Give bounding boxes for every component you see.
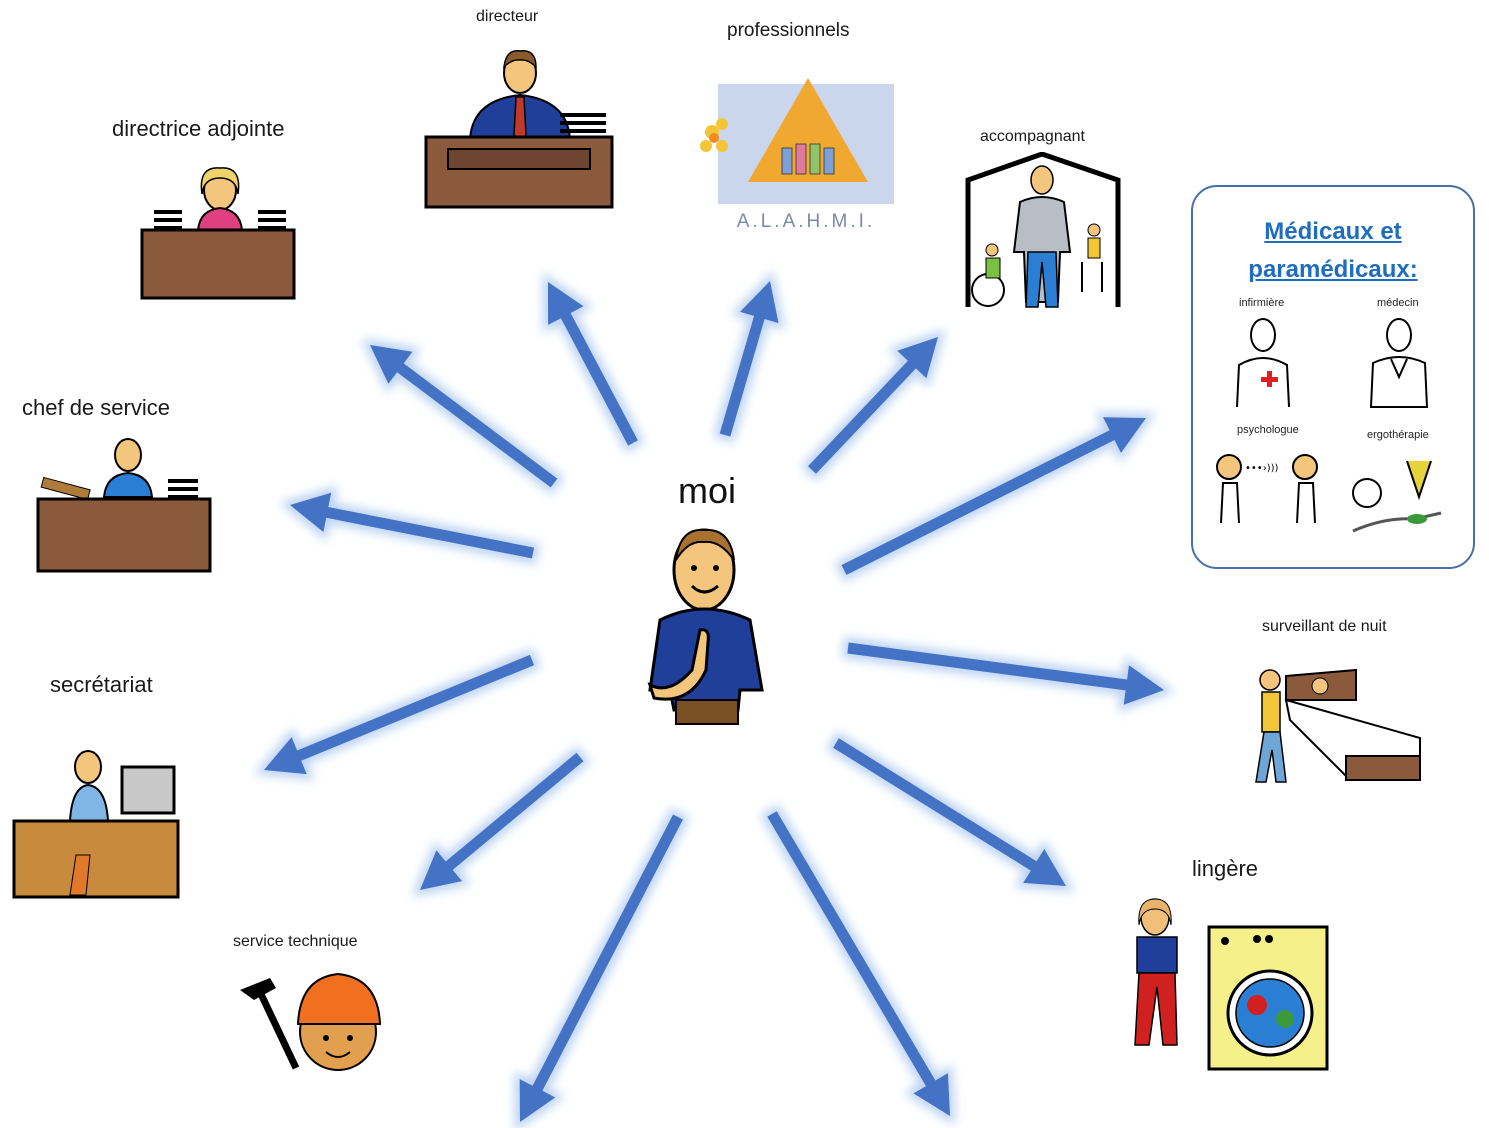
- nurse-icon: [1236, 318, 1290, 408]
- label-chef-de-service: chef de service: [22, 395, 170, 420]
- secretary-computer-icon: [12, 750, 180, 899]
- director-desk-icon: [424, 50, 614, 209]
- label-medecin: médecin: [1377, 297, 1419, 309]
- label-directeur: directeur: [476, 8, 539, 25]
- label-service-technique: service technique: [233, 933, 358, 950]
- label-directrice-adjointe: directrice adjointe: [112, 116, 285, 141]
- arrow-to-medical-shape: [841, 417, 1146, 575]
- arrow-to-surveillant-de-nuit-shape: [847, 642, 1164, 705]
- label-psychologue: psychologue: [1237, 424, 1299, 436]
- label-surveillant-de-nuit: surveillant de nuit: [1262, 618, 1387, 635]
- deputy-director-desk-icon: [140, 167, 296, 300]
- medical-title-line1: Médicaux et: [1264, 218, 1402, 245]
- caregiver-house-icon: [965, 152, 1121, 308]
- night-watchman-bed-icon: [1255, 668, 1421, 783]
- person-pointing-self-icon: [647, 528, 764, 725]
- svg-text:•••›))): •••›))): [1245, 463, 1278, 474]
- logo-text: A.L.A.H.M.I.: [737, 211, 875, 232]
- arrow-to-directrice-adjointe-shape: [370, 345, 558, 488]
- doctor-icon: [1369, 318, 1429, 408]
- medical-paramedical-box: Médicaux et paramédicaux: infirmière méd…: [1191, 185, 1475, 569]
- arrow-to-directrice-adjointe: [361, 338, 565, 495]
- arrow-to-chef-de-service-shape: [290, 492, 535, 559]
- arrow-to-professionnels: [713, 270, 786, 443]
- center-label: moi: [678, 470, 737, 511]
- label-accompagnant: accompagnant: [980, 128, 1085, 145]
- arrow-down-right-shape: [767, 811, 950, 1116]
- alahmi-logo: A.L.A.H.M.I.: [700, 78, 894, 232]
- arrow-to-service-technique-shape: [420, 752, 584, 890]
- arrow-to-secretariat: [254, 648, 541, 780]
- arrow-down-left: [514, 807, 690, 1128]
- arrow-to-accompagnant-shape: [808, 337, 938, 474]
- arrow-to-secretariat-shape: [264, 654, 535, 775]
- label-secretariat: secrétariat: [50, 672, 153, 697]
- label-professionnels: professionnels: [727, 20, 850, 41]
- psychologist-icon: •••›))): [1216, 454, 1318, 524]
- arrow-to-chef-de-service: [279, 485, 541, 565]
- label-infirmiere: infirmière: [1239, 297, 1285, 309]
- arrow-to-lingere: [826, 731, 1076, 892]
- arrow-to-accompagnant: [800, 329, 946, 481]
- label-ergotherapie: ergothérapie: [1367, 429, 1429, 441]
- arrow-to-service-technique: [411, 745, 591, 897]
- arrow-down-left-shape: [519, 814, 683, 1122]
- occupational-therapy-icon: [1352, 460, 1442, 533]
- department-head-desk-icon: [36, 438, 212, 573]
- technician-hammer-icon: [240, 972, 382, 1071]
- laundry-worker-machine-icon: [1134, 898, 1329, 1071]
- arrow-to-directeur-shape: [548, 282, 638, 446]
- arrow-to-surveillant-de-nuit: [841, 636, 1175, 713]
- arrow-to-lingere-shape: [833, 738, 1066, 886]
- arrow-to-directeur: [542, 272, 645, 453]
- arrow-to-medical: [834, 412, 1156, 582]
- medical-title-line2: paramédicaux:: [1248, 256, 1418, 283]
- arrow-to-professionnels-shape: [719, 281, 779, 437]
- label-lingere: lingère: [1192, 856, 1259, 881]
- arrow-down-right: [760, 804, 956, 1126]
